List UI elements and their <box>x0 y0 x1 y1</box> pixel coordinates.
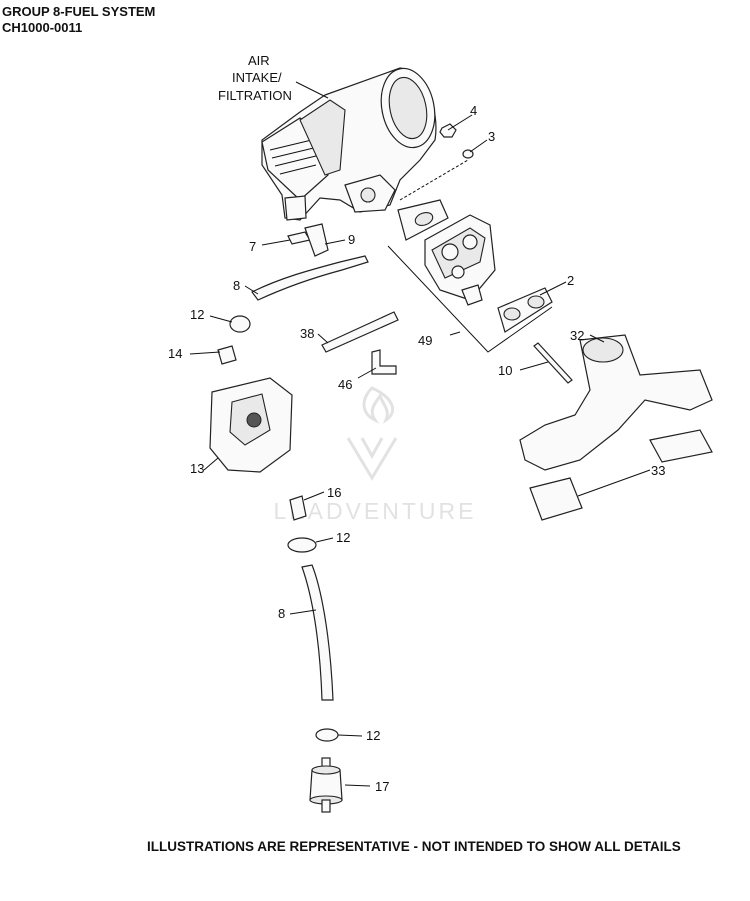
label-air-intake-line2: INTAKE/ <box>232 70 282 85</box>
callout-2: 2 <box>567 273 574 288</box>
part-32-intake-manifold[interactable] <box>519 334 713 471</box>
callout-38: 38 <box>300 326 314 341</box>
part-8-fuel-hose-lower[interactable] <box>289 564 334 701</box>
part-16-fitting[interactable] <box>289 491 325 521</box>
part-33-gasket[interactable] <box>529 429 713 521</box>
leader-air-intake <box>295 81 329 99</box>
callout-10: 10 <box>498 363 512 378</box>
part-38-tube[interactable] <box>317 311 399 353</box>
callout-8-bottom: 8 <box>278 606 285 621</box>
carburetor-assembly[interactable] <box>424 214 496 306</box>
callout-12-bottom: 12 <box>366 728 380 743</box>
part-12-clamp-middle[interactable] <box>287 537 334 553</box>
callout-33: 33 <box>651 463 665 478</box>
part-8-fuel-hose-upper[interactable] <box>244 255 369 301</box>
part-gasket-upper[interactable] <box>397 199 449 241</box>
watermark-logo: LEADVENTURE <box>274 386 477 524</box>
part-13-fuel-pump[interactable] <box>203 377 293 473</box>
group-49-outline <box>387 245 553 353</box>
part-7-fitting[interactable] <box>261 231 311 246</box>
air-intake-filtration-assembly[interactable] <box>261 63 442 221</box>
callout-46: 46 <box>338 377 352 392</box>
part-2-gasket[interactable] <box>497 281 567 333</box>
part-4-nut[interactable] <box>439 114 473 138</box>
diagram-title: GROUP 8-FUEL SYSTEM <box>2 4 156 19</box>
callout-7: 7 <box>249 239 256 254</box>
callout-12-middle: 12 <box>336 530 350 545</box>
callout-3: 3 <box>488 129 495 144</box>
part-9-clip[interactable] <box>304 223 346 257</box>
part-12-clamp-upper[interactable] <box>209 315 251 333</box>
part-17-fuel-filter[interactable] <box>309 757 371 813</box>
label-air-intake-line1: AIR <box>248 53 270 68</box>
part-10-rod[interactable] <box>519 342 573 384</box>
part-46-elbow-fitting[interactable] <box>357 349 397 379</box>
callout-12-top: 12 <box>190 307 204 322</box>
callout-9: 9 <box>348 232 355 247</box>
callout-13: 13 <box>190 461 204 476</box>
label-air-intake-line3: FILTRATION <box>218 88 292 103</box>
part-14-fitting[interactable] <box>189 345 237 365</box>
callout-4: 4 <box>470 103 477 118</box>
callout-8-top: 8 <box>233 278 240 293</box>
callout-14: 14 <box>168 346 182 361</box>
callout-32: 32 <box>570 328 584 343</box>
watermark-text: LEADVENTURE <box>274 498 477 524</box>
callout-16: 16 <box>327 485 341 500</box>
footer-disclaimer: ILLUSTRATIONS ARE REPRESENTATIVE - NOT I… <box>147 839 681 854</box>
part-12-clamp-lower[interactable] <box>315 728 363 742</box>
callout-49: 49 <box>418 333 432 348</box>
part-3-washer[interactable] <box>462 139 488 159</box>
callout-17: 17 <box>375 779 389 794</box>
model-number: CH1000-0011 <box>2 20 83 35</box>
